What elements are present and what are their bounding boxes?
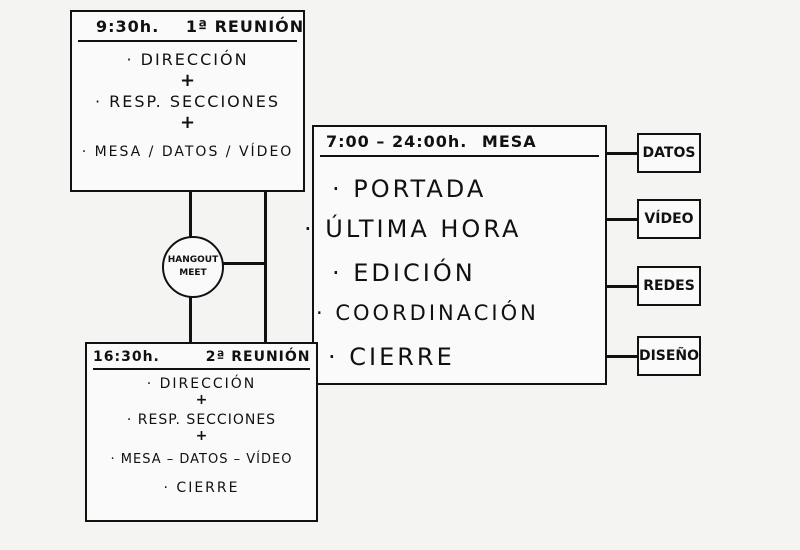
meeting1-title: 1ª REUNIÓN: [185, 17, 305, 36]
plus-sign: +: [195, 428, 208, 444]
mesa-item: · PORTADA: [332, 175, 487, 203]
mesa-item: · COORDINACIÓN: [316, 301, 539, 325]
meeting2-item: · MESA – DATOS – VÍDEO: [110, 452, 293, 467]
meeting2-time: 16:30h.: [93, 349, 160, 365]
meeting1-item: · MESA / DATOS / VÍDEO: [81, 144, 294, 160]
meeting2-item: · CIERRE: [163, 480, 240, 496]
side-box-diseno: DISEÑO: [637, 336, 701, 376]
meeting2-box: 16:30h. 2ª REUNIÓN · DIRECCIÓN + · RESP.…: [85, 342, 318, 522]
meeting2-item: · RESP. SECCIONES: [126, 412, 277, 428]
connector-label: HANGOUT: [167, 255, 219, 265]
meeting1-header: 9:30h. 1ª REUNIÓN: [78, 14, 303, 42]
plus-sign: +: [179, 70, 196, 91]
meeting1-box: 9:30h. 1ª REUNIÓN · DIRECCIÓN + · RESP. …: [70, 10, 305, 192]
mesa-title: MESA: [481, 132, 537, 151]
connector-label: MEET: [179, 268, 207, 278]
side-box-video: VÍDEO: [637, 199, 701, 239]
connector-line: [607, 218, 639, 221]
side-box-redes: REDES: [637, 266, 701, 306]
connector-line: [607, 152, 639, 155]
meeting2-item: · DIRECCIÓN: [146, 376, 257, 392]
meeting1-item: · RESP. SECCIONES: [94, 92, 281, 111]
meeting1-time: 9:30h.: [96, 17, 160, 36]
plus-sign: +: [179, 112, 196, 133]
mesa-box: 7:00 – 24:00h. MESA · PORTADA · ÚLTIMA H…: [304, 125, 607, 385]
plus-sign: +: [195, 392, 208, 408]
meeting1-item: · DIRECCIÓN: [126, 50, 249, 69]
connector-line: [220, 262, 265, 265]
connector-line: [607, 285, 639, 288]
mesa-item: · ÚLTIMA HORA: [304, 215, 522, 243]
side-box-datos: DATOS: [637, 133, 701, 173]
hangout-meet-circle: HANGOUT MEET: [162, 236, 224, 298]
mesa-item: · CIERRE: [328, 343, 455, 371]
meeting2-title: 2ª REUNIÓN: [205, 349, 311, 365]
mesa-header: 7:00 – 24:00h. MESA: [320, 129, 599, 157]
mesa-item: · EDICIÓN: [332, 259, 476, 287]
meeting2-header: 16:30h. 2ª REUNIÓN: [93, 346, 310, 370]
connector-line: [264, 192, 267, 342]
mesa-time: 7:00 – 24:00h.: [326, 132, 468, 151]
connector-line: [607, 355, 639, 358]
